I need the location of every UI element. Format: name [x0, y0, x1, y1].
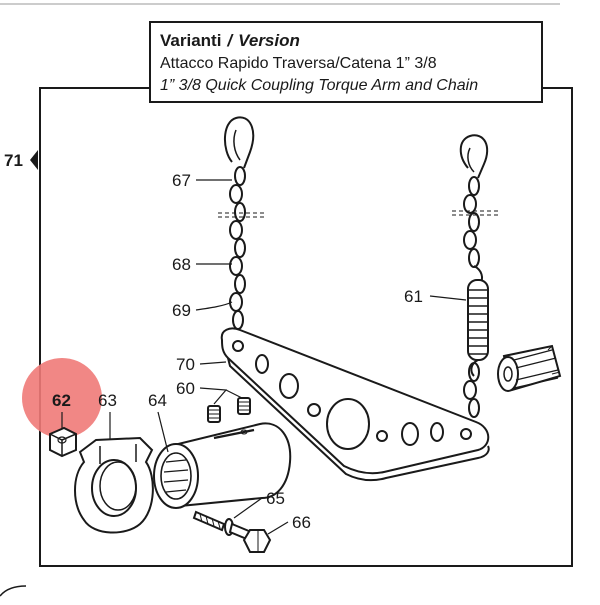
leader-65 — [233, 497, 263, 519]
leader-64 — [157, 411, 169, 453]
tension-spring-icon — [467, 265, 489, 377]
splined-shaft-icon — [497, 344, 562, 392]
leader-69 — [195, 301, 233, 311]
leader-60 — [199, 387, 243, 405]
clamp-bracket-icon — [74, 436, 154, 534]
section-number: 71 — [4, 151, 23, 170]
header-separator: / — [226, 31, 234, 50]
hex-nut-icon — [242, 529, 272, 553]
leader-61 — [429, 295, 467, 301]
callout-61: 61 — [404, 287, 423, 306]
callout-68: 68 — [172, 255, 191, 274]
callout-60: 60 — [176, 379, 195, 398]
highlight-circle — [22, 358, 102, 438]
callout-64: 64 — [148, 391, 167, 410]
coupling-sleeve-icon — [153, 422, 292, 509]
callout-67: 67 — [172, 171, 191, 190]
callout-65: 65 — [266, 489, 285, 508]
callout-70: 70 — [176, 355, 195, 374]
corner-mark — [0, 585, 27, 597]
leader-66 — [267, 521, 289, 535]
header-line2: Attacco Rapido Traversa/Catena 1” 3/8 — [160, 55, 437, 72]
header-line1: Varianti /Version — [160, 31, 300, 50]
header-box — [149, 21, 543, 103]
right-chain-icon — [463, 176, 480, 418]
header-variant-label: Varianti — [160, 31, 221, 50]
right-carabiner-icon — [459, 134, 489, 179]
left-chain-icon — [225, 166, 246, 348]
torque-arm-plate — [220, 327, 490, 482]
nut-icon — [49, 426, 77, 458]
header-version-label: Version — [238, 31, 300, 50]
set-screw-icon — [207, 397, 251, 423]
left-carabiner-icon — [224, 116, 255, 169]
section-arrow-icon — [30, 150, 38, 170]
header-line3: 1” 3/8 Quick Coupling Torque Arm and Cha… — [160, 77, 478, 94]
callout-62: 62 — [52, 391, 71, 410]
callout-66: 66 — [292, 513, 311, 532]
callout-63: 63 — [98, 391, 117, 410]
callout-69: 69 — [172, 301, 191, 320]
leader-70 — [199, 361, 227, 365]
